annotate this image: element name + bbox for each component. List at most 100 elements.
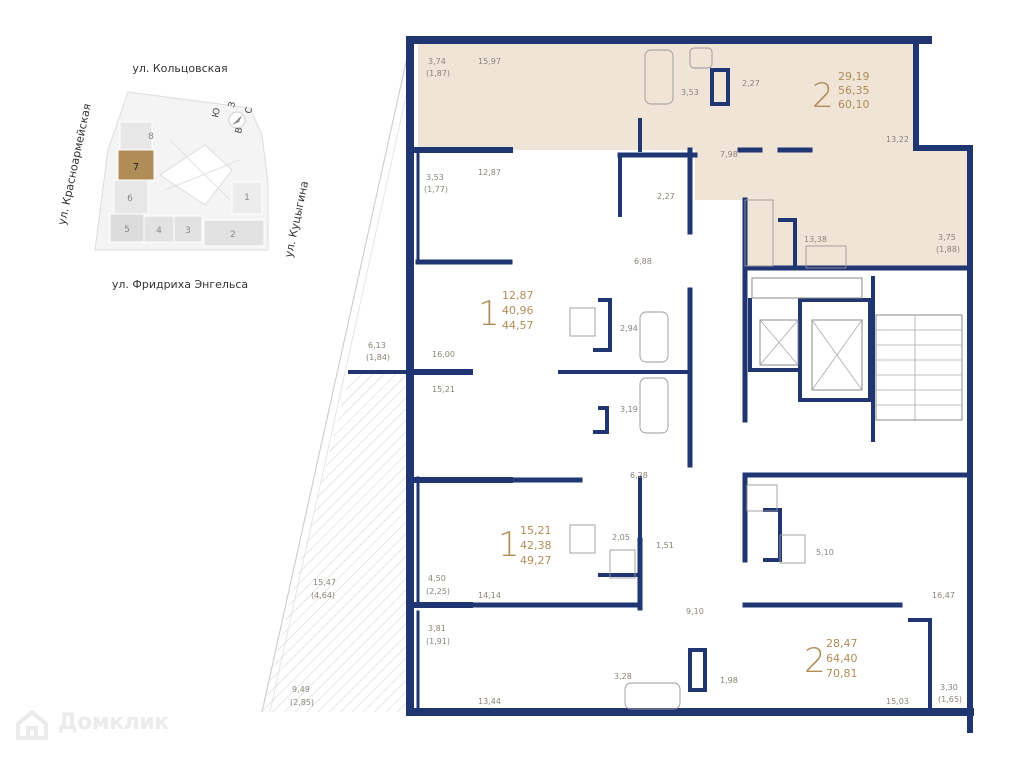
svg-text:5,10: 5,10 <box>816 548 834 557</box>
balcony-area-hatched <box>262 372 410 712</box>
house-icon <box>16 710 48 740</box>
svg-text:3,19: 3,19 <box>620 405 638 414</box>
svg-text:6,88: 6,88 <box>634 257 652 266</box>
svg-text:4,50: 4,50 <box>428 574 446 583</box>
svg-text:3,75: 3,75 <box>938 233 956 242</box>
svg-text:3,81: 3,81 <box>428 624 446 633</box>
living-area: 12,87 <box>502 289 534 302</box>
street-bottom-label: ул. Фридриха Энгельса <box>112 278 248 291</box>
svg-text:12,87: 12,87 <box>478 168 501 177</box>
total-area: 40,96 <box>502 304 534 317</box>
section-2[interactable]: 2 <box>203 219 265 247</box>
svg-text:(2,25): (2,25) <box>426 587 450 596</box>
section-1[interactable]: 1 <box>231 181 263 215</box>
section-label: 5 <box>124 225 130 235</box>
svg-text:(1,91): (1,91) <box>426 637 450 646</box>
apartment-summary-1a[interactable]: 1 12,87 40,96 44,57 <box>478 289 534 334</box>
apartment-summary-1b[interactable]: 1 15,21 42,38 49,27 <box>498 524 552 567</box>
section-5[interactable]: 5 <box>109 213 145 243</box>
section-7[interactable]: 7 <box>117 149 155 181</box>
section-label: 8 <box>148 132 154 142</box>
balcony-edge <box>261 43 411 713</box>
key-plan: ул. Кольцовская ул. Фридриха Энгельса ул… <box>55 62 311 291</box>
svg-text:15,47: 15,47 <box>313 578 336 587</box>
svg-text:13,22: 13,22 <box>886 135 909 144</box>
compass-icon: Ю З С В <box>211 101 255 135</box>
section-label: 6 <box>127 194 133 204</box>
apartment-summary-top[interactable]: 2 29,19 56,35 60,10 <box>812 70 870 116</box>
svg-text:6,28: 6,28 <box>630 471 648 480</box>
svg-text:2,27: 2,27 <box>742 79 760 88</box>
svg-text:13,44: 13,44 <box>478 697 501 706</box>
svg-text:15,97: 15,97 <box>478 57 501 66</box>
section-label: 3 <box>185 226 191 236</box>
section-6[interactable]: 6 <box>113 179 149 215</box>
courtyard-paths <box>164 139 241 201</box>
watermark: Домклик <box>12 700 222 750</box>
svg-text:С: С <box>244 106 255 114</box>
living-area: 29,19 <box>838 70 870 83</box>
balcony-edge-inner <box>269 59 415 713</box>
svg-text:15,03: 15,03 <box>886 697 909 706</box>
svg-text:2,27: 2,27 <box>657 192 675 201</box>
street-top-label: ул. Кольцовская <box>132 62 227 75</box>
svg-text:2,94: 2,94 <box>620 324 638 333</box>
svg-text:В: В <box>234 126 245 134</box>
svg-text:3,74: 3,74 <box>428 57 446 66</box>
svg-text:(1,84): (1,84) <box>366 353 390 362</box>
section-3[interactable]: 3 <box>173 215 203 243</box>
svg-text:14,14: 14,14 <box>478 591 501 600</box>
fixtures <box>569 47 847 710</box>
section-label: 1 <box>244 193 250 203</box>
room-area-labels: 3,74 (1,87) 15,97 3,53 2,27 7,98 13,22 1… <box>290 57 962 707</box>
section-label: 4 <box>156 226 162 236</box>
rooms-count: 1 <box>498 525 520 565</box>
svg-text:Ю: Ю <box>211 107 223 119</box>
svg-text:З: З <box>227 101 238 109</box>
total-area-with-balcony: 44,57 <box>502 319 534 332</box>
svg-text:6,13: 6,13 <box>368 341 386 350</box>
section-8[interactable]: 8 <box>119 121 154 151</box>
svg-text:7,98: 7,98 <box>720 150 738 159</box>
svg-text:1,98: 1,98 <box>720 676 738 685</box>
svg-text:(1,88): (1,88) <box>936 245 960 254</box>
floor: 3,74 (1,87) 15,97 3,53 2,27 7,98 13,22 1… <box>261 36 974 733</box>
elevator-shaft <box>751 277 863 391</box>
total-area-with-balcony: 49,27 <box>520 554 552 567</box>
svg-text:3,28: 3,28 <box>614 672 632 681</box>
rooms-count: 1 <box>478 294 500 334</box>
total-area: 64,40 <box>826 652 858 665</box>
svg-text:(1,65): (1,65) <box>938 695 962 704</box>
svg-text:3,53: 3,53 <box>426 173 444 182</box>
street-right-label: ул. Куцыгина <box>282 180 311 259</box>
stairwell <box>875 314 963 421</box>
rooms-count: 2 <box>804 641 826 681</box>
apartment-summary-bottom[interactable]: 2 28,47 64,40 70,81 <box>804 637 858 681</box>
svg-text:15,21: 15,21 <box>432 385 455 394</box>
highlighted-apartment-area[interactable] <box>418 44 970 268</box>
svg-text:16,47: 16,47 <box>932 591 955 600</box>
courtyard-shape <box>159 144 233 206</box>
rooms-count: 2 <box>812 76 834 116</box>
total-area: 42,38 <box>520 539 552 552</box>
svg-text:(4,64): (4,64) <box>311 591 335 600</box>
section-4[interactable]: 4 <box>143 215 175 243</box>
total-area-with-balcony: 60,10 <box>838 98 870 111</box>
watermark-text: Домклик <box>58 710 169 735</box>
section-label: 2 <box>230 230 236 240</box>
living-area: 15,21 <box>520 524 552 537</box>
svg-text:13,38: 13,38 <box>804 235 827 244</box>
svg-text:16,00: 16,00 <box>432 350 455 359</box>
svg-text:3,53: 3,53 <box>681 88 699 97</box>
street-left-label: ул. Красноармейская <box>55 102 94 226</box>
total-area: 56,35 <box>838 84 870 97</box>
total-area-with-balcony: 70,81 <box>826 667 858 680</box>
svg-text:9,49: 9,49 <box>292 685 310 694</box>
svg-text:1,51: 1,51 <box>656 541 674 550</box>
svg-text:(2,85): (2,85) <box>290 698 314 707</box>
section-label: 7 <box>133 162 139 173</box>
svg-text:2,05: 2,05 <box>612 533 630 542</box>
svg-text:(1,77): (1,77) <box>424 185 448 194</box>
living-area: 28,47 <box>826 637 858 650</box>
